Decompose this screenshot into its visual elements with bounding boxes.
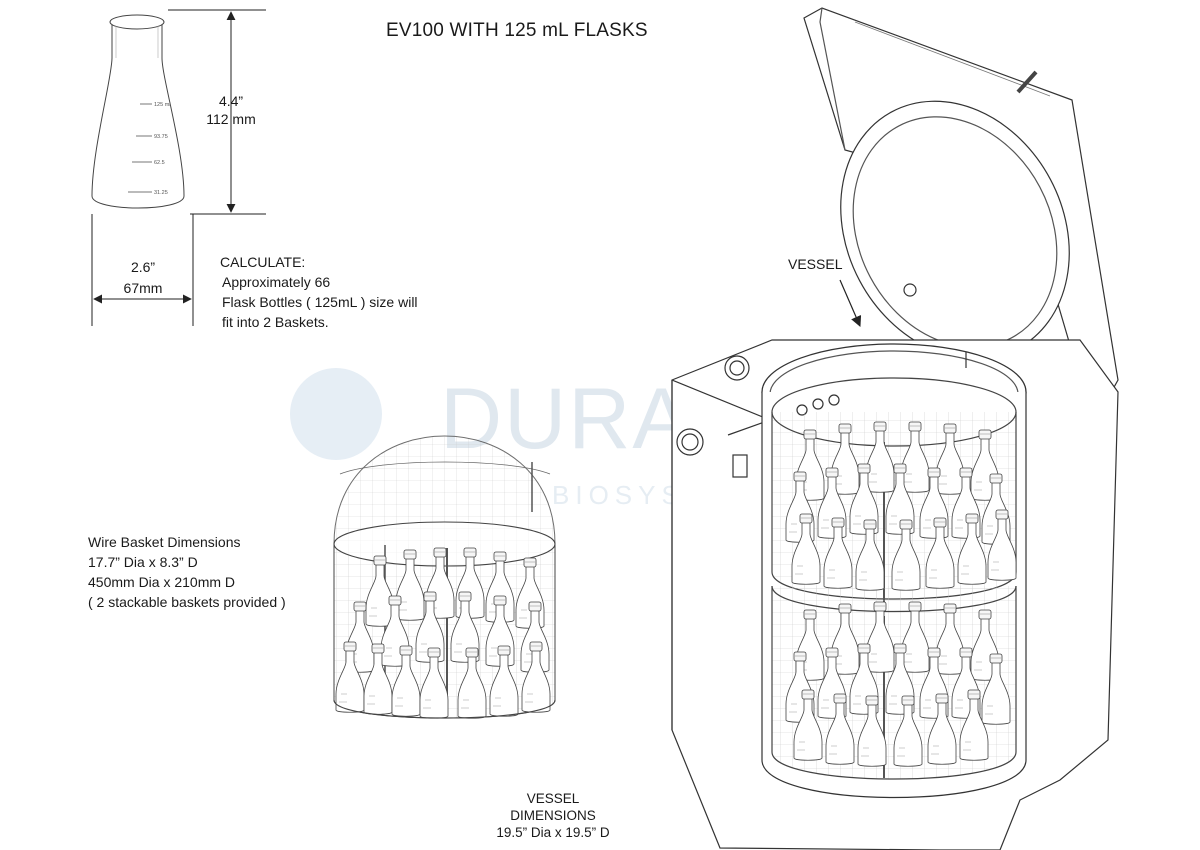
calculate-line-1: Approximately 66 (222, 274, 331, 290)
basket-dimensions: Wire Basket Dimensions 17.7” Dia x 8.3” … (88, 532, 286, 612)
flask-height-inches: 4.4” (218, 93, 244, 109)
basket-dim-line-2: 17.7” Dia x 8.3” D (88, 554, 198, 570)
calculate-heading: CALCULATE: (220, 254, 306, 270)
wire-basket-illustration (333, 435, 556, 719)
vessel-dim-line-1: VESSEL (526, 791, 580, 806)
basket-dim-line-4: ( 2 stackable baskets provided ) (88, 594, 286, 610)
page-title: EV100 WITH 125 mL FLASKS (386, 20, 648, 41)
graduation-31: 31.25 (154, 190, 168, 196)
flask-width-mm: 67mm (123, 280, 163, 296)
vessel-dim-line-3: 19.5” Dia x 19.5” D (496, 825, 610, 840)
flask-width-dimension: 2.6” 67mm (110, 258, 176, 297)
ev100-machine (671, 7, 1119, 850)
graduation-125: 125 ml (154, 102, 171, 108)
flask-dimension-lines (91, 9, 266, 326)
watermark-circle (290, 368, 382, 460)
flask-height-mm: 112 mm (206, 111, 256, 127)
graduation-62: 62.5 (154, 160, 165, 166)
vessel-pointer-arrow (839, 279, 862, 327)
calculate-note: CALCULATE: Approximately 66 Flask Bottle… (220, 252, 418, 332)
graduation-93: 93.75 (154, 134, 168, 140)
vessel-dimensions: VESSEL DIMENSIONS 19.5” Dia x 19.5” D (488, 790, 618, 841)
vessel-dim-line-2: DIMENSIONS (510, 808, 596, 823)
vessel-label: VESSEL (788, 256, 843, 272)
flask-height-dimension: 4.4” 112 mm (198, 92, 264, 128)
calculate-line-2: Flask Bottles ( 125mL ) size will (222, 294, 418, 310)
basket-dim-line-3: 450mm Dia x 210mm D (88, 574, 236, 590)
calculate-line-3: fit into 2 Baskets. (222, 314, 329, 330)
flask-illustration (91, 14, 185, 209)
flask-width-inches: 2.6” (130, 259, 156, 275)
basket-dim-line-1: Wire Basket Dimensions (88, 534, 241, 550)
